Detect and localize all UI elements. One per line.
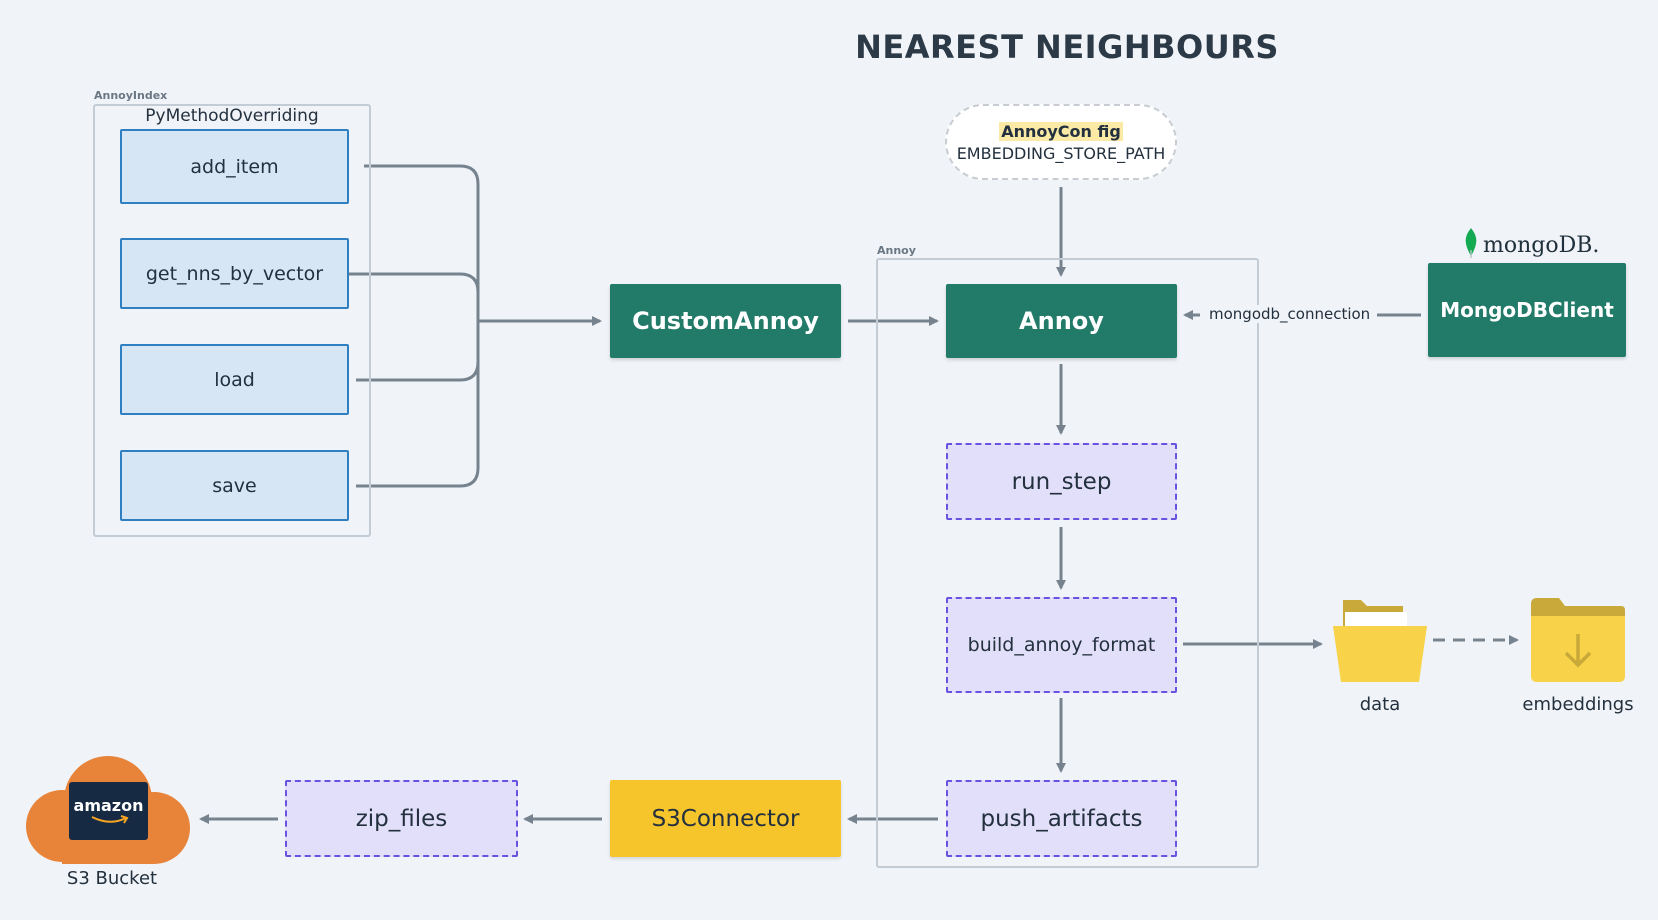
- mongodb-logo: mongoDB.: [1463, 228, 1599, 258]
- embeddings-folder-label: embeddings: [1522, 694, 1634, 715]
- annoy-group-container: [876, 258, 1259, 868]
- annoy-config-name: AnnoyCon fig: [999, 121, 1123, 141]
- method-save[interactable]: save: [120, 450, 349, 521]
- annoy-config-node[interactable]: AnnoyCon fig EMBEDDING_STORE_PATH: [945, 104, 1177, 180]
- method-get-nns-by-vector[interactable]: get_nns_by_vector: [120, 238, 349, 309]
- zip-files-node[interactable]: zip_files: [285, 780, 518, 857]
- embeddings-folder-icon: [1531, 598, 1625, 682]
- annoy-group-caption: Annoy: [877, 244, 916, 257]
- edge-save: [356, 320, 480, 488]
- annoy-index-subtitle: PyMethodOverriding: [145, 106, 319, 126]
- method-add-item[interactable]: add_item: [120, 129, 349, 204]
- mongodb-logo-text: mongoDB.: [1483, 233, 1600, 258]
- mongodb-connection-label: mongodb_connection: [1207, 305, 1373, 323]
- mongodb-client-node[interactable]: MongoDBClient: [1428, 263, 1626, 357]
- push-artifacts-node[interactable]: push_artifacts: [946, 780, 1177, 857]
- method-load[interactable]: load: [120, 344, 349, 415]
- edge-load: [356, 320, 480, 382]
- mongodb-leaf-icon: [1465, 228, 1477, 258]
- s3-bucket-cloud-icon: [26, 756, 190, 864]
- annoy-index-caption: AnnoyIndex: [94, 89, 168, 102]
- annoy-config-param: EMBEDDING_STORE_PATH: [956, 143, 1166, 163]
- run-step-node[interactable]: run_step: [946, 443, 1177, 520]
- custom-annoy-node[interactable]: CustomAnnoy: [610, 284, 841, 358]
- amazon-logo-text: amazon: [73, 796, 144, 815]
- s3-bucket-label: S3 Bucket: [66, 868, 158, 889]
- annoy-node[interactable]: Annoy: [946, 284, 1177, 358]
- data-folder-icon: [1333, 600, 1427, 682]
- data-folder-label: data: [1359, 694, 1401, 715]
- edge-get-nns: [349, 272, 480, 320]
- amazon-smile-icon: [91, 815, 129, 824]
- page-title: NEAREST NEIGHBOURS: [855, 28, 1279, 66]
- annoy-index-container: [93, 104, 371, 537]
- s3-connector-node[interactable]: S3Connector: [610, 780, 841, 857]
- build-annoy-format-node[interactable]: build_annoy_format: [946, 597, 1177, 693]
- edge-add-item: [364, 164, 480, 320]
